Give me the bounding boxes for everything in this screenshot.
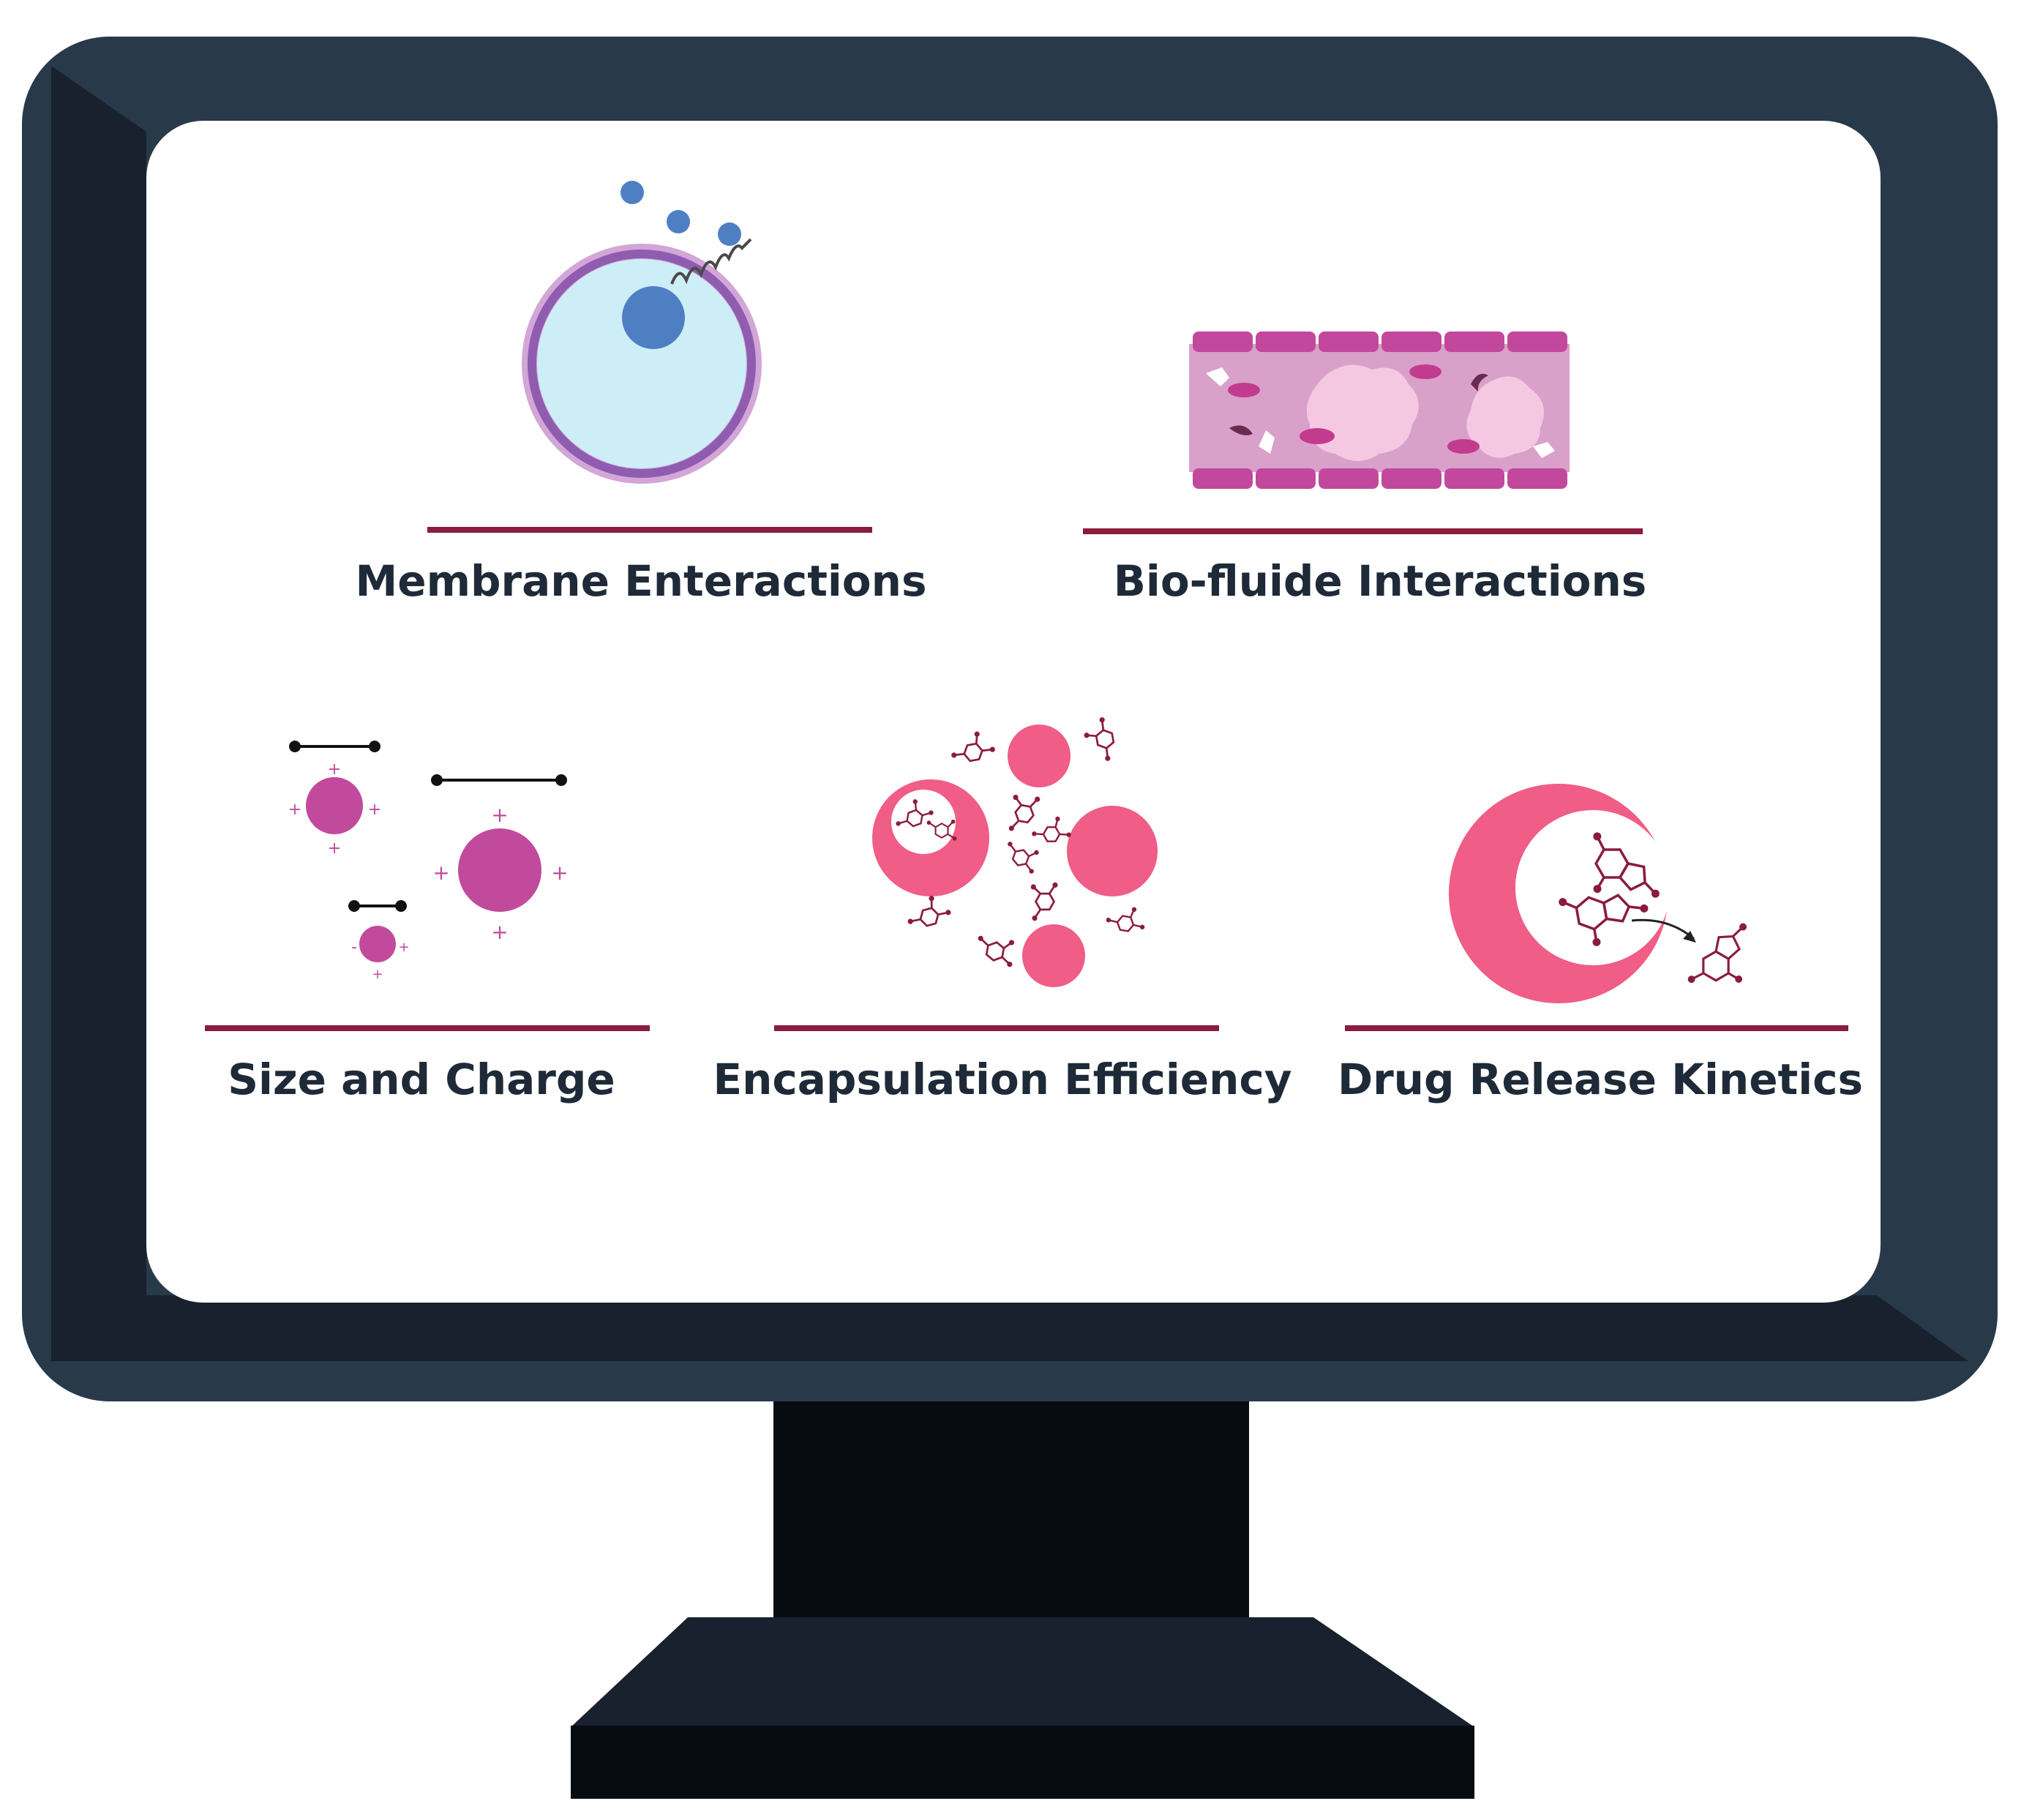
panel-label-release: Drug Release Kinetics bbox=[1337, 1055, 1864, 1104]
membrane-line bbox=[528, 250, 756, 478]
red-blood-cell bbox=[1300, 428, 1335, 444]
vessel-wall-segment bbox=[1256, 468, 1316, 489]
vessel-wall-top bbox=[1193, 332, 1567, 352]
plus-charge-symbol: + bbox=[491, 920, 508, 944]
red-blood-cell bbox=[1409, 364, 1441, 379]
cell-body bbox=[537, 259, 746, 468]
release-arrowhead bbox=[1683, 931, 1696, 943]
vessel-wall-segment bbox=[1256, 332, 1316, 352]
vessel-wall-bottom bbox=[1193, 468, 1567, 489]
biofluid-underline bbox=[1083, 528, 1643, 534]
stand-base-top bbox=[571, 1617, 1474, 1727]
release-liposome-core bbox=[1515, 810, 1671, 965]
stand-base-front bbox=[571, 1726, 1474, 1799]
plus-charge-symbol: + bbox=[368, 801, 381, 819]
charged-particles-icon bbox=[289, 741, 567, 962]
plus-charge-symbol: + bbox=[551, 861, 568, 885]
vessel-wall-segment bbox=[1319, 468, 1379, 489]
vessel-wall-segment bbox=[1507, 468, 1567, 489]
size-bar bbox=[289, 741, 380, 752]
charge-symbols: ++++++++-++ bbox=[288, 760, 569, 982]
liposomes-drugs-icon bbox=[872, 713, 1158, 987]
dark-cell bbox=[1229, 425, 1253, 435]
dark-cell bbox=[1471, 373, 1488, 392]
drug-release-icon bbox=[1449, 784, 1769, 1006]
monitor-frame bbox=[22, 37, 1998, 1401]
vessel-wall-segment bbox=[1444, 468, 1504, 489]
vessel-wall-segment bbox=[1193, 332, 1253, 352]
plus-charge-symbol: + bbox=[372, 967, 383, 982]
platelet-blob bbox=[1466, 376, 1544, 458]
nucleus bbox=[622, 286, 685, 349]
plus-charge-symbol: + bbox=[328, 839, 341, 858]
receptor-coil bbox=[670, 238, 752, 285]
frame-shade-bottom bbox=[51, 1295, 1968, 1361]
red-blood-cell bbox=[1228, 383, 1260, 397]
panel-label-encapsulation: Encapsulation Efficiency bbox=[713, 1055, 1292, 1104]
plus-charge-symbol: + bbox=[398, 940, 409, 955]
panel-label-membrane: Membrane Enteractions bbox=[355, 556, 927, 606]
liposome-core bbox=[891, 790, 956, 854]
plus-charge-symbol: + bbox=[491, 803, 508, 827]
liposome bbox=[1067, 806, 1158, 896]
particle-large bbox=[458, 828, 541, 912]
vessel-wall-segment bbox=[1193, 468, 1253, 489]
plus-charge-symbol: + bbox=[432, 861, 449, 885]
cell-membrane-icon bbox=[522, 181, 762, 484]
particle-tiny bbox=[359, 926, 396, 962]
particle-small bbox=[306, 777, 363, 834]
blood-vessel-icon bbox=[1189, 332, 1570, 489]
plus-charge-symbol: + bbox=[328, 760, 341, 779]
ligand-dot bbox=[667, 210, 690, 233]
size-bar bbox=[431, 774, 567, 786]
stand-neck bbox=[773, 1401, 1249, 1621]
white-cell bbox=[1259, 430, 1275, 454]
membrane-underline bbox=[427, 527, 872, 533]
ligand-dot bbox=[621, 181, 644, 204]
size-underline bbox=[205, 1025, 650, 1031]
encapsulation-underline bbox=[774, 1025, 1219, 1031]
screen bbox=[146, 121, 1881, 1303]
liposome bbox=[1022, 924, 1085, 987]
frame-shade-left bbox=[51, 66, 146, 1361]
vessel-wall-segment bbox=[1507, 332, 1567, 352]
panel-label-biofluid: Bio-fluide Interactions bbox=[1113, 556, 1647, 606]
monitor-stand bbox=[571, 1401, 1474, 1799]
vessel-wall-segment bbox=[1444, 332, 1504, 352]
white-cell bbox=[1533, 442, 1555, 458]
liposome bbox=[1008, 724, 1071, 787]
panel-label-size: Size and Charge bbox=[228, 1055, 615, 1104]
size-bar bbox=[348, 900, 407, 912]
platelet-blob bbox=[1306, 364, 1419, 461]
white-cell bbox=[1206, 367, 1229, 386]
vessel-wall-segment bbox=[1381, 332, 1441, 352]
vessel-wall-segment bbox=[1381, 468, 1441, 489]
plus-charge-symbol: + bbox=[288, 801, 301, 819]
red-blood-cell bbox=[1447, 439, 1480, 454]
ligand-dot bbox=[718, 222, 741, 246]
release-underline bbox=[1345, 1025, 1848, 1031]
minus-charge-symbol: - bbox=[351, 938, 357, 956]
vessel-wall-segment bbox=[1319, 332, 1379, 352]
